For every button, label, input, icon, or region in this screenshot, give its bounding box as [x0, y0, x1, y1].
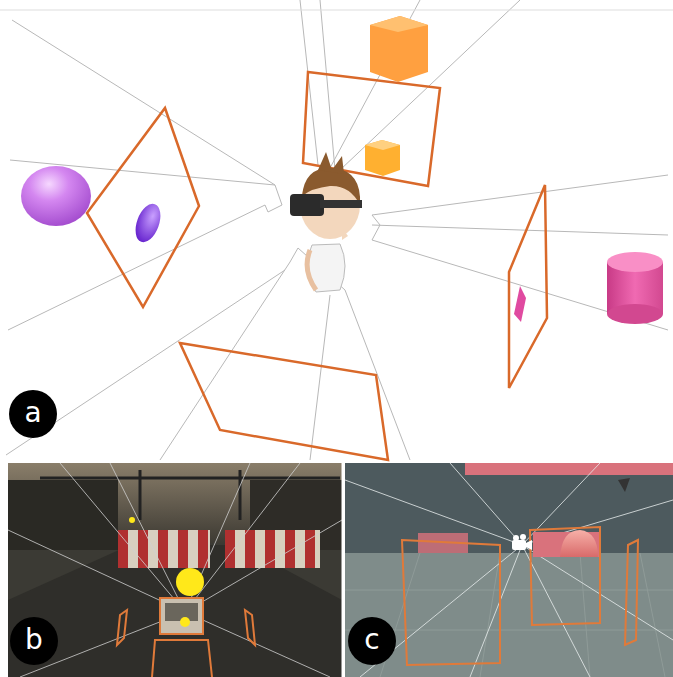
panel-label-badge: a — [9, 390, 57, 438]
panel-label-badge: c — [348, 617, 396, 665]
badge-fill — [348, 617, 396, 665]
scene-b — [8, 463, 342, 677]
sphere — [21, 166, 91, 226]
scene-c — [345, 463, 673, 677]
frustum-lines — [0, 0, 673, 460]
cube-projection — [365, 140, 400, 176]
projection-frames — [87, 72, 547, 460]
cylinder-projection — [514, 286, 526, 322]
panel-a-ground — [0, 0, 673, 462]
badge-fill — [9, 390, 57, 438]
cube — [370, 16, 428, 82]
sphere-projection — [131, 200, 165, 245]
panel-label-badge: b — [10, 617, 58, 665]
cylinder — [607, 252, 663, 324]
panel-letter: b — [25, 626, 43, 654]
badge-fill — [10, 617, 58, 665]
panel-letter: c — [364, 626, 379, 654]
panel-letter: a — [24, 399, 41, 427]
panel-c-ground — [345, 463, 673, 677]
panel-b-ground — [8, 463, 342, 677]
avatar — [290, 152, 362, 292]
